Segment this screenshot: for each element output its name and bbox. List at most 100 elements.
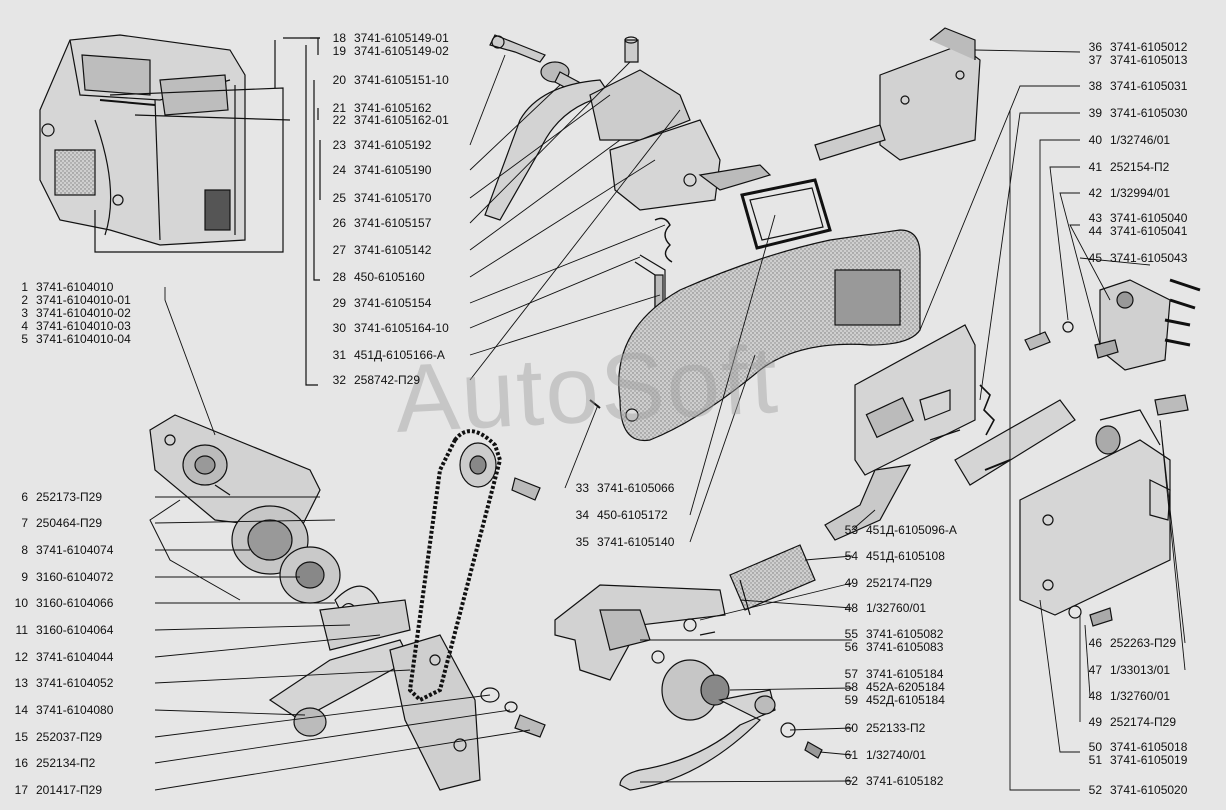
part-code: 450-6105172 bbox=[597, 508, 668, 522]
part-label-44: 44 3741-6105041 bbox=[1078, 224, 1188, 238]
part-code: 452А-6205184 bbox=[866, 680, 945, 694]
part-code: 3741-6105151-10 bbox=[354, 73, 449, 87]
part-number: 37 bbox=[1088, 53, 1102, 67]
part-label-18: 18 3741-6105149-01 bbox=[322, 32, 449, 45]
part-number: 45 bbox=[1088, 251, 1102, 265]
part-label-12: 12 3741-6104044 bbox=[4, 650, 114, 664]
part-number: 33 bbox=[575, 481, 589, 495]
part-code: 3741-6105043 bbox=[1110, 251, 1188, 265]
part-code: 3741-6105041 bbox=[1110, 224, 1188, 238]
part-number: 52 bbox=[1088, 783, 1102, 797]
part-number: 3 bbox=[21, 306, 28, 320]
part-number: 36 bbox=[1088, 40, 1102, 54]
part-code: 3741-6105040 bbox=[1110, 211, 1188, 225]
part-code: 3741-6105162 bbox=[354, 101, 432, 115]
part-number: 13 bbox=[14, 676, 28, 690]
part-code: 3741-6105066 bbox=[597, 481, 675, 495]
part-code: 3160-6104072 bbox=[36, 570, 114, 584]
inner-trim-panel bbox=[589, 229, 921, 442]
part-code: 3741-6104010-01 bbox=[36, 293, 131, 307]
part-number: 53 bbox=[844, 523, 858, 537]
part-number: 34 bbox=[575, 508, 589, 522]
part-code: 3741-6105164-10 bbox=[354, 321, 449, 335]
inside-handle-assembly bbox=[554, 584, 823, 791]
part-label-25: 25 3741-6105170 bbox=[322, 191, 432, 205]
part-code: 3741-6105162-01 bbox=[354, 113, 449, 127]
part-number: 54 bbox=[844, 549, 858, 563]
part-number: 25 bbox=[332, 191, 346, 205]
part-code: 3741-6105149-01 bbox=[354, 31, 449, 45]
part-number: 22 bbox=[332, 113, 346, 127]
part-label-33: 33 3741-6105066 bbox=[565, 481, 675, 495]
part-label-34: 34 450-6105172 bbox=[565, 509, 668, 522]
part-code: 3741-6105182 bbox=[866, 774, 944, 788]
part-code: 252037-П29 bbox=[36, 730, 103, 744]
part-number: 2 bbox=[21, 293, 28, 307]
part-number: 23 bbox=[332, 138, 346, 152]
part-number: 26 bbox=[332, 216, 346, 230]
part-number: 44 bbox=[1088, 224, 1102, 238]
part-label-36: 36 3741-6105012 bbox=[1078, 40, 1188, 54]
part-number: 15 bbox=[14, 730, 28, 744]
part-number: 48 bbox=[844, 601, 858, 615]
part-code: 3741-6105012 bbox=[1110, 40, 1188, 54]
part-code: 252174-П29 bbox=[1110, 715, 1177, 729]
part-number: 16 bbox=[14, 756, 28, 770]
part-number: 18 bbox=[332, 31, 346, 45]
part-code: 3741-6105192 bbox=[354, 138, 432, 152]
part-code: 1/33013/01 bbox=[1110, 663, 1171, 677]
part-number: 50 bbox=[1088, 740, 1102, 754]
part-code: 3160-6104064 bbox=[36, 623, 114, 637]
part-number: 57 bbox=[844, 667, 858, 681]
part-code: 3741-6104010-03 bbox=[36, 319, 131, 333]
part-number: 46 bbox=[1088, 636, 1102, 650]
part-number: 43 bbox=[1088, 211, 1102, 225]
part-code: 3741-6105140 bbox=[597, 535, 675, 549]
part-number: 27 bbox=[332, 243, 346, 257]
watermark-text: AutoSoft bbox=[392, 326, 782, 453]
part-code: 3741-6105019 bbox=[1110, 753, 1188, 767]
part-code: 3741-6105170 bbox=[354, 191, 432, 205]
part-number: 48 bbox=[1088, 689, 1102, 703]
part-code: 3741-6105030 bbox=[1110, 106, 1188, 120]
part-code: 252133-П2 bbox=[866, 721, 926, 735]
part-number: 38 bbox=[1088, 79, 1102, 93]
part-number: 12 bbox=[14, 650, 28, 664]
part-code: 3741-6104044 bbox=[36, 650, 114, 664]
part-label-23: 23 3741-6105192 bbox=[322, 138, 432, 152]
part-code: 3741-6105190 bbox=[354, 163, 432, 177]
part-code: 3741-6104074 bbox=[36, 543, 114, 557]
part-label-45: 45 3741-6105043 bbox=[1078, 251, 1188, 265]
part-number: 20 bbox=[332, 73, 346, 87]
part-code: 3741-6105082 bbox=[866, 627, 944, 641]
part-code: 450-6105160 bbox=[354, 270, 425, 284]
part-label-20: 20 3741-6105151-10 bbox=[322, 74, 449, 87]
part-code: 1/32994/01 bbox=[1110, 186, 1171, 200]
part-number: 21 bbox=[332, 101, 346, 115]
